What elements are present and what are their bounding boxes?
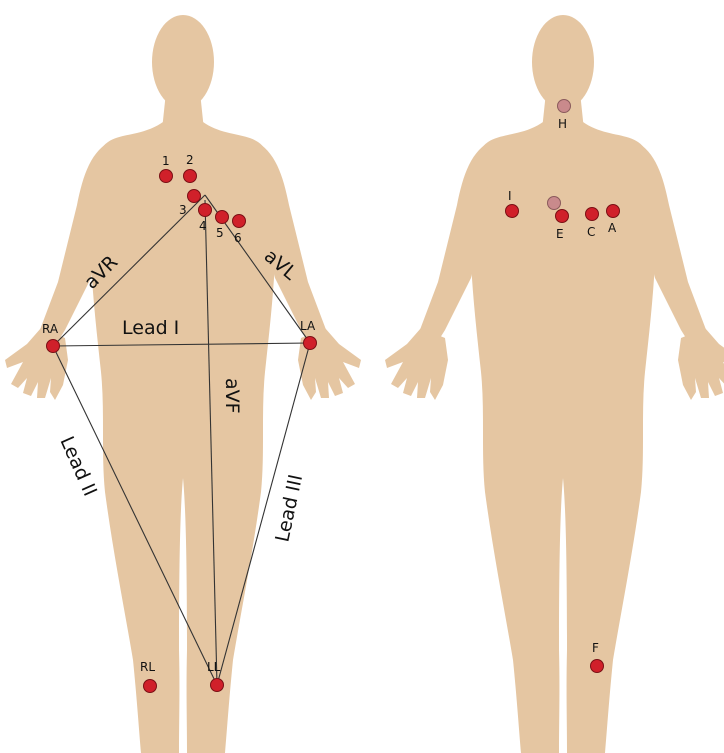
electrode-v6	[233, 215, 246, 228]
avf-label: aVF	[221, 378, 243, 414]
electrode-c-label: C	[587, 225, 595, 239]
electrode-e-light	[548, 197, 561, 210]
electrode-f	[591, 660, 604, 673]
electrode-a	[607, 205, 620, 218]
electrode-h-label: H	[558, 117, 567, 131]
electrode-i-label: I	[508, 189, 512, 203]
lead-iii-label: Lead III	[271, 472, 307, 544]
electrode-v1	[160, 170, 173, 183]
electrode-v3	[188, 190, 201, 203]
electrode-la	[304, 337, 317, 350]
electrode-ra	[47, 340, 60, 353]
electrode-v5-label: 5	[216, 226, 224, 240]
electrode-v2-label: 2	[186, 153, 194, 167]
electrode-v2	[184, 170, 197, 183]
electrode-ll-label: LL	[207, 660, 221, 674]
lead-i-label: Lead I	[122, 317, 179, 339]
electrode-rl	[144, 680, 157, 693]
electrode-ra-label: RA	[42, 322, 59, 336]
electrode-la-label: LA	[300, 319, 316, 333]
electrode-h	[558, 100, 571, 113]
electrode-e	[556, 210, 569, 223]
electrode-i	[506, 205, 519, 218]
electrode-v5	[216, 211, 229, 224]
electrode-e-label: E	[556, 227, 564, 241]
electrode-f-label: F	[592, 641, 599, 655]
electrode-a-label: A	[608, 221, 617, 235]
electrode-rl-label: RL	[140, 660, 155, 674]
electrode-v6-label: 6	[234, 231, 242, 245]
lead-ii-label: Lead II	[55, 433, 101, 499]
back-body-silhouette	[385, 15, 724, 753]
electrode-ll	[211, 679, 224, 692]
electrode-c	[586, 208, 599, 221]
electrode-v4-label: 4	[199, 219, 207, 233]
electrode-v3-label: 3	[179, 203, 187, 217]
electrode-v4	[199, 204, 212, 217]
electrode-v1-label: 1	[162, 154, 170, 168]
front-body-silhouette	[5, 15, 361, 753]
